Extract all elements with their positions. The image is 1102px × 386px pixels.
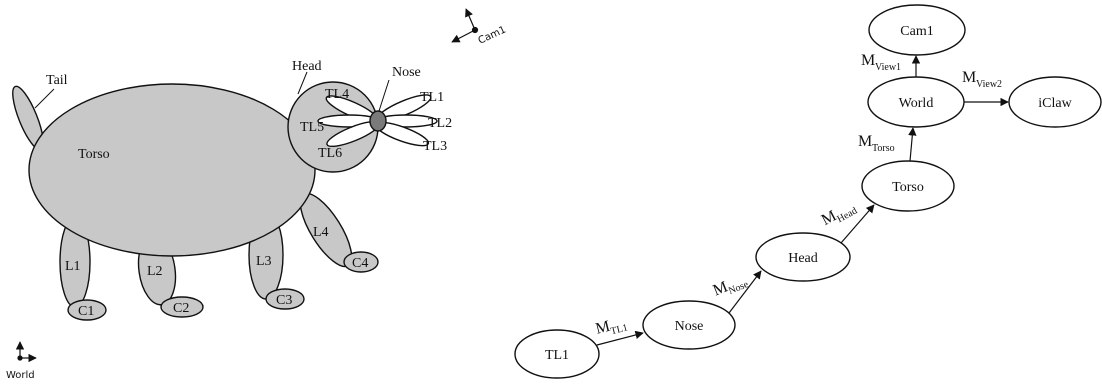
- edge-label-view1: M View1: [861, 52, 901, 73]
- node-world-label: World: [899, 96, 934, 111]
- edge-label-torso-sub: Torso: [872, 143, 895, 154]
- nose-leader-line: [378, 79, 390, 112]
- leg-l2-label: L2: [147, 264, 163, 279]
- leg-l3-label: L3: [256, 254, 272, 269]
- edge-label-head-m: M: [819, 207, 840, 229]
- edge-label-nose-sub: Nose: [727, 279, 751, 297]
- leg-l4-label: L4: [313, 225, 329, 240]
- world-frame-label: World: [6, 370, 35, 381]
- node-nose-shape: [642, 300, 736, 350]
- torso-shape: [28, 83, 316, 257]
- node-torso-shape: [861, 160, 955, 212]
- tail-leader-line: [34, 88, 55, 109]
- transform-graph: [514, 4, 1102, 379]
- camera-frame-axes-icon: [451, 8, 479, 43]
- tentacle-tl3-label: TL3: [423, 139, 447, 154]
- edge-label-head: M Head: [819, 206, 859, 230]
- graph-edges: [596, 55, 1009, 346]
- edge-label-view2-m: M: [962, 69, 976, 86]
- tentacle-tl4-label: TL4: [325, 87, 349, 102]
- nose-shape: [369, 110, 387, 132]
- node-cam1-label: Cam1: [900, 24, 933, 39]
- claw-c3-label: C3: [276, 293, 292, 308]
- nose-label: Nose: [392, 65, 421, 80]
- edge-label-head-sub: Head: [835, 206, 859, 226]
- node-tl1-shape: [514, 329, 600, 379]
- tentacle-tl1-label: TL1: [420, 90, 444, 105]
- claw-c2-shape: [160, 296, 204, 318]
- claw-c2-label: C2: [173, 301, 189, 316]
- edge-torso-world: [908, 127, 917, 162]
- tail-label: Tail: [46, 73, 68, 88]
- node-cam1-shape: [868, 4, 966, 56]
- claw-c1-shape: [67, 299, 107, 321]
- edge-label-view2: M View2: [962, 69, 1002, 90]
- edge-tl1-nose: [596, 330, 644, 346]
- edge-label-nose-m: M: [711, 278, 731, 299]
- node-nose-label: Nose: [675, 319, 704, 334]
- leg-l1-label: L1: [65, 259, 81, 274]
- tentacle-tl6-label: TL6: [318, 146, 342, 161]
- node-head-label: Head: [788, 251, 818, 266]
- tentacle-tl5-label: TL5: [300, 120, 324, 135]
- edge-label-nose: M Nose: [711, 278, 751, 299]
- edge-label-torso: M Torso: [858, 133, 895, 154]
- node-iclaw-shape: [1008, 76, 1102, 128]
- claw-c3-shape: [265, 288, 305, 310]
- claw-c1-label: C1: [78, 304, 94, 319]
- camera-frame-label: Cam1: [477, 24, 508, 46]
- node-tl1-label: TL1: [545, 348, 569, 363]
- torso-label: Torso: [78, 147, 110, 162]
- edge-label-torso-m: M: [858, 133, 872, 150]
- world-frame-axes-icon: [15, 341, 37, 363]
- tentacle-tl2-label: TL2: [428, 116, 452, 131]
- edge-label-tl1: M TL1: [594, 318, 629, 338]
- claw-c4-shape: [343, 251, 379, 273]
- creature-diagram: [12, 71, 438, 321]
- edge-label-view2-sub: View2: [976, 79, 1002, 90]
- claw-c4-label: C4: [352, 256, 368, 271]
- edge-label-tl1-sub: TL1: [610, 322, 629, 337]
- edge-label-tl1-m: M: [594, 318, 612, 338]
- edge-label-view1-m: M: [861, 52, 875, 69]
- node-iclaw-label: iClaw: [1038, 96, 1072, 111]
- edge-label-view1-sub: View1: [875, 62, 901, 73]
- edge-nose-head: [728, 270, 762, 314]
- edge-head-torso: [840, 204, 875, 244]
- head-leader-line: [297, 71, 308, 95]
- head-label: Head: [292, 59, 322, 74]
- node-torso-label: Torso: [892, 180, 924, 195]
- node-head-shape: [755, 232, 851, 282]
